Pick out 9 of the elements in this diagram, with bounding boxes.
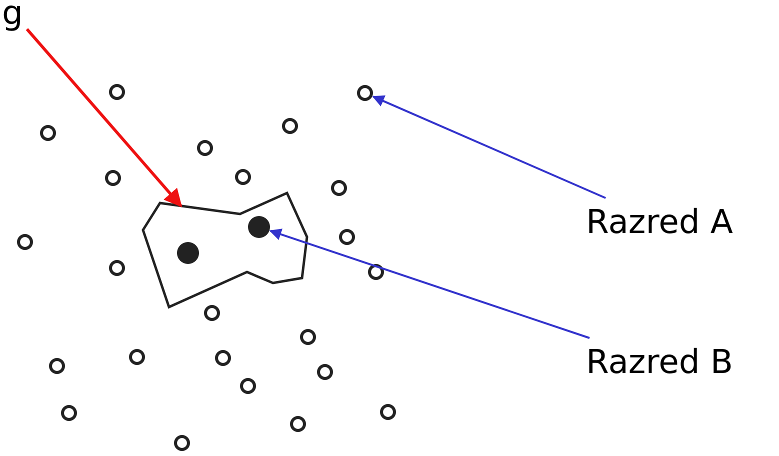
leader-arrow (372, 95, 606, 199)
cluster-outline (140, 190, 310, 310)
leader-arrow (269, 228, 590, 339)
class-label: Razred B (586, 342, 733, 381)
class-label: Razred A (586, 202, 733, 241)
open-point (357, 85, 373, 101)
class-label: g (2, 0, 23, 32)
filled-point (248, 216, 270, 238)
leader-arrow (26, 28, 182, 208)
